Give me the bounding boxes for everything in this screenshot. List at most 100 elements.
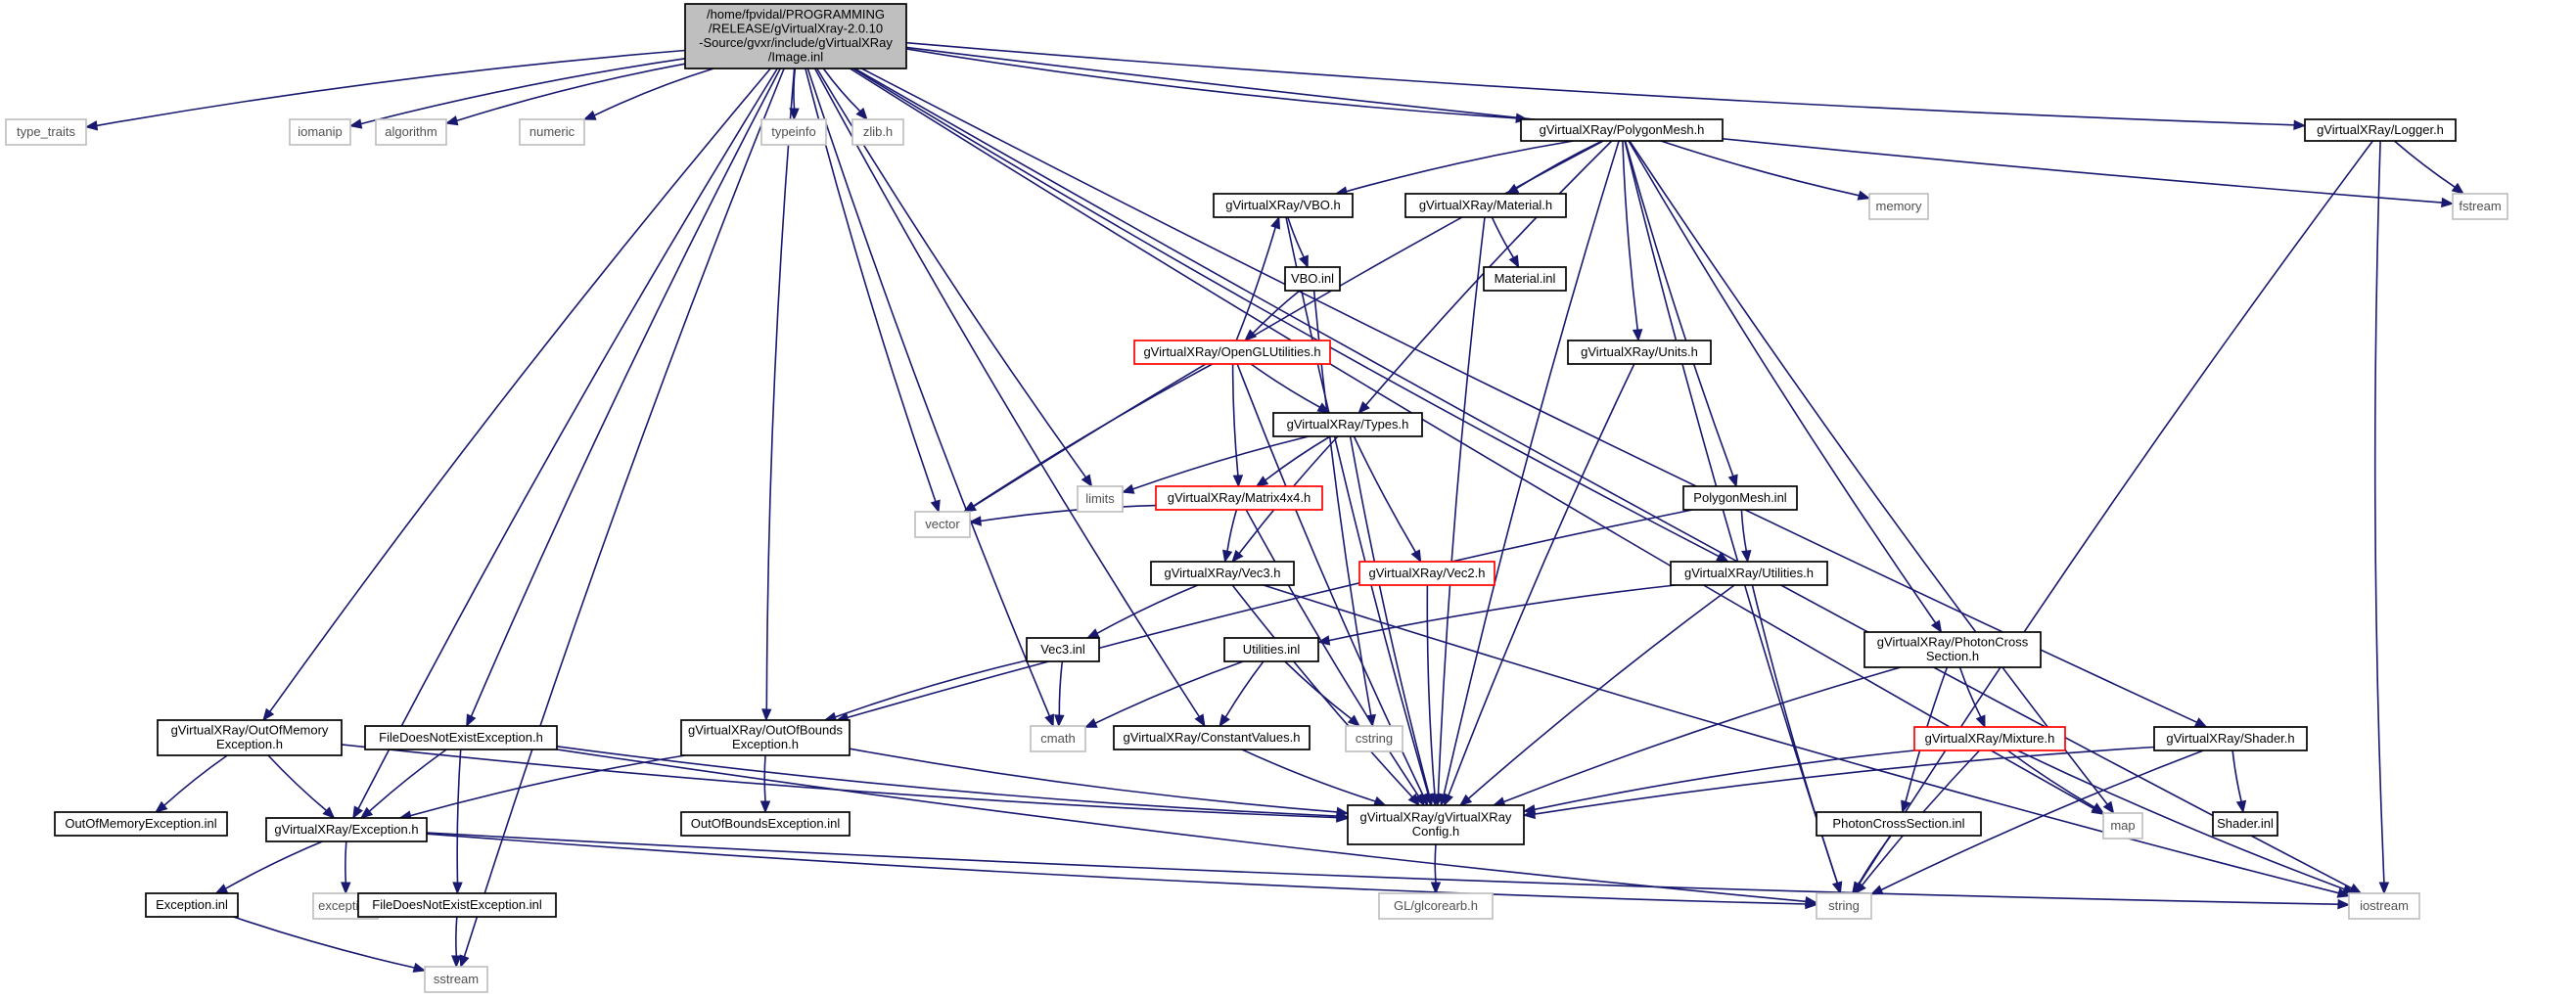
node-box	[1150, 561, 1295, 586]
edge-vbo_inl-to-glutils	[1244, 290, 1301, 341]
node-fnf-h[interactable]: FileDoesNotExistException.h	[364, 725, 558, 750]
edge-matrix-to-config	[1245, 509, 1425, 807]
node-box	[914, 511, 971, 538]
edge-arrowhead	[761, 708, 772, 722]
node-oob-h[interactable]: gVirtualXRay/OutOfBoundsException.h	[680, 719, 851, 756]
node-box	[2212, 811, 2278, 837]
edge-exception_h-to-iostream	[426, 832, 2351, 910]
node-root[interactable]: /home/fpvidal/PROGRAMMING/RELEASE/gVirtu…	[684, 3, 907, 69]
node-label: gVirtualXRay/OutOfMemory	[171, 723, 329, 738]
node-box	[519, 118, 585, 146]
node-typeinfo: typeinfo	[760, 118, 827, 146]
node-vbo-inl[interactable]: VBO.inl	[1284, 266, 1341, 292]
edge-line	[410, 754, 686, 817]
node-units[interactable]: gVirtualXRay/Units.h	[1567, 340, 1712, 365]
edge-config-to-glcorearb	[1430, 843, 1442, 895]
node-constvals[interactable]: gVirtualXRay/ConstantValues.h	[1113, 725, 1311, 750]
node-fstream: fstream	[2452, 193, 2508, 220]
node-material-h[interactable]: gVirtualXRay/Material.h	[1404, 193, 1567, 218]
node-utilities-inl[interactable]: Utilities.inl	[1223, 637, 1319, 662]
edge-polymesh-to-config	[1439, 140, 1620, 807]
node-oom-h[interactable]: gVirtualXRay/OutOfMemoryException.h	[157, 719, 343, 756]
node-label: map	[2110, 818, 2135, 833]
node-oom-inl[interactable]: OutOfMemoryException.inl	[54, 811, 228, 837]
node-polymesh[interactable]: gVirtualXRay/PolygonMesh.h	[1520, 118, 1724, 142]
node-shader-h[interactable]: gVirtualXRay/Shader.h	[2153, 726, 2308, 751]
node-label: VBO.inl	[1291, 271, 1334, 286]
node-exception-h[interactable]: gVirtualXRay/Exception.h	[265, 817, 428, 842]
node-photon-h[interactable]: gVirtualXRay/PhotonCrossSection.h	[1863, 631, 2042, 668]
node-box	[5, 118, 87, 146]
edge-arrowhead	[451, 955, 462, 969]
node-utilities-h[interactable]: gVirtualXRay/Utilities.h	[1670, 561, 1828, 586]
node-photon-inl[interactable]: PhotonCrossSection.inl	[1816, 811, 1982, 837]
edge-arrowhead	[1221, 549, 1233, 564]
edge-root-to-iomanip	[348, 58, 686, 129]
edge-polymesh-to-polymesh_inl	[1624, 140, 1738, 488]
node-vbo-h[interactable]: gVirtualXRay/VBO.h	[1213, 193, 1354, 218]
edge-line	[1235, 227, 1276, 341]
node-box	[2153, 726, 2308, 751]
edge-line	[849, 748, 1338, 813]
edge-line	[1629, 140, 2108, 805]
edge-arrowhead	[444, 115, 459, 126]
node-label: gVirtualXRay/Matrix4x4.h	[1168, 490, 1311, 505]
node-cmath: cmath	[1030, 725, 1086, 752]
node-label: iomanip	[298, 124, 343, 139]
node-label: -Source/gvxr/include/gVirtualXRay	[699, 35, 893, 50]
edge-arrowhead	[348, 118, 363, 129]
node-label: /RELEASE/gVirtualXray-2.0.10	[709, 22, 883, 36]
node-vec3-inl[interactable]: Vec3.inl	[1026, 637, 1100, 662]
node-label: vector	[925, 517, 960, 531]
node-box	[2452, 193, 2508, 220]
edge-line	[233, 916, 415, 969]
node-box	[1670, 561, 1828, 586]
edge-line	[1263, 584, 2339, 894]
edge-line	[470, 68, 782, 717]
edge-polymesh_inl-to-utilities_h	[1740, 509, 1752, 564]
edge-oom_h-to-oom_inl	[155, 754, 228, 813]
edge-arrowhead	[412, 962, 427, 973]
node-box	[1567, 340, 1712, 365]
edge-logger-to-string	[1852, 140, 2374, 895]
edge-vec3_h-to-config	[1231, 584, 1420, 807]
node-vec3-h[interactable]: gVirtualXRay/Vec3.h	[1150, 561, 1295, 586]
node-matrix[interactable]: gVirtualXRay/Matrix4x4.h	[1155, 485, 1323, 511]
node-mixture[interactable]: gVirtualXRay/Mixture.h	[1913, 726, 2066, 751]
node-label: gVirtualXRay/PhotonCross	[1877, 635, 2029, 650]
node-exception-inl[interactable]: Exception.inl	[145, 892, 239, 918]
node-box	[1816, 811, 1982, 837]
edge-root-to-iostream	[853, 68, 2363, 894]
edge-line	[847, 509, 1693, 719]
edge-arrowhead	[855, 107, 868, 121]
node-glutils[interactable]: gVirtualXRay/OpenGLUtilities.h	[1133, 340, 1331, 365]
edge-line	[345, 840, 347, 884]
node-fnf-inl[interactable]: FileDoesNotExistException.inl	[357, 892, 557, 918]
edge-line	[905, 48, 1517, 119]
edge-line	[980, 504, 1157, 522]
node-logger[interactable]: gVirtualXRay/Logger.h	[2304, 118, 2457, 142]
edge-root-to-shader_h	[861, 68, 2208, 728]
edge-shader_h-to-shader_inl	[2231, 749, 2247, 814]
edge-arrowhead	[1270, 215, 1281, 230]
edge-arrowhead	[322, 806, 336, 819]
node-label: gVirtualXRay/Logger.h	[2317, 122, 2444, 137]
edge-line	[1284, 660, 1353, 720]
edge-line	[813, 68, 1200, 717]
node-types[interactable]: gVirtualXRay/Types.h	[1272, 412, 1423, 437]
file-nodes: /home/fpvidal/PROGRAMMING/RELEASE/gVirtu…	[5, 3, 2508, 993]
edge-arrowhead	[962, 501, 977, 513]
edge-line	[455, 916, 458, 957]
edge-arrowhead	[2337, 898, 2351, 910]
edge-line	[426, 833, 1807, 905]
node-oob-inl[interactable]: OutOfBoundsException.inl	[680, 811, 851, 837]
edge-line	[853, 68, 2352, 889]
node-material-inl[interactable]: Material.inl	[1483, 266, 1567, 292]
edge-line	[822, 68, 861, 113]
node-polymesh-inl[interactable]: PolygonMesh.inl	[1682, 485, 1798, 511]
node-box	[1284, 266, 1341, 292]
node-vec2-h[interactable]: gVirtualXRay/Vec2.h	[1358, 561, 1495, 586]
edge-root-to-cmath	[806, 68, 1055, 728]
node-shader-inl[interactable]: Shader.inl	[2212, 811, 2278, 837]
